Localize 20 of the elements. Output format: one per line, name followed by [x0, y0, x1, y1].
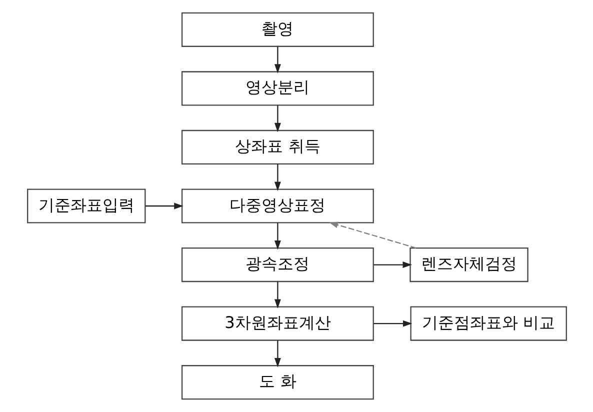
arrow — [144, 202, 183, 210]
arrow — [274, 282, 280, 308]
arrow — [373, 262, 412, 268]
arrow — [328, 222, 416, 249]
arrow — [274, 340, 280, 368]
node-box: 렌즈자체검정 — [409, 248, 528, 282]
node-box: 상좌표 취득 — [180, 130, 374, 164]
node-box: 촬영 — [180, 12, 374, 47]
node-box: 광속조정 — [180, 248, 374, 282]
arrow — [274, 105, 280, 132]
node-box: 다중영상표정 — [180, 188, 374, 224]
node-box: 영상분리 — [180, 71, 374, 106]
arrow — [274, 46, 280, 74]
node-box: 기준좌표입력 — [26, 188, 146, 224]
node-box: 기준점좌표와 비교 — [410, 306, 566, 341]
node-box: 3차원좌표계산 — [180, 306, 374, 341]
node-box: 도 화 — [180, 365, 374, 400]
arrow — [274, 222, 280, 250]
arrow — [373, 320, 412, 327]
arrow — [274, 164, 280, 191]
